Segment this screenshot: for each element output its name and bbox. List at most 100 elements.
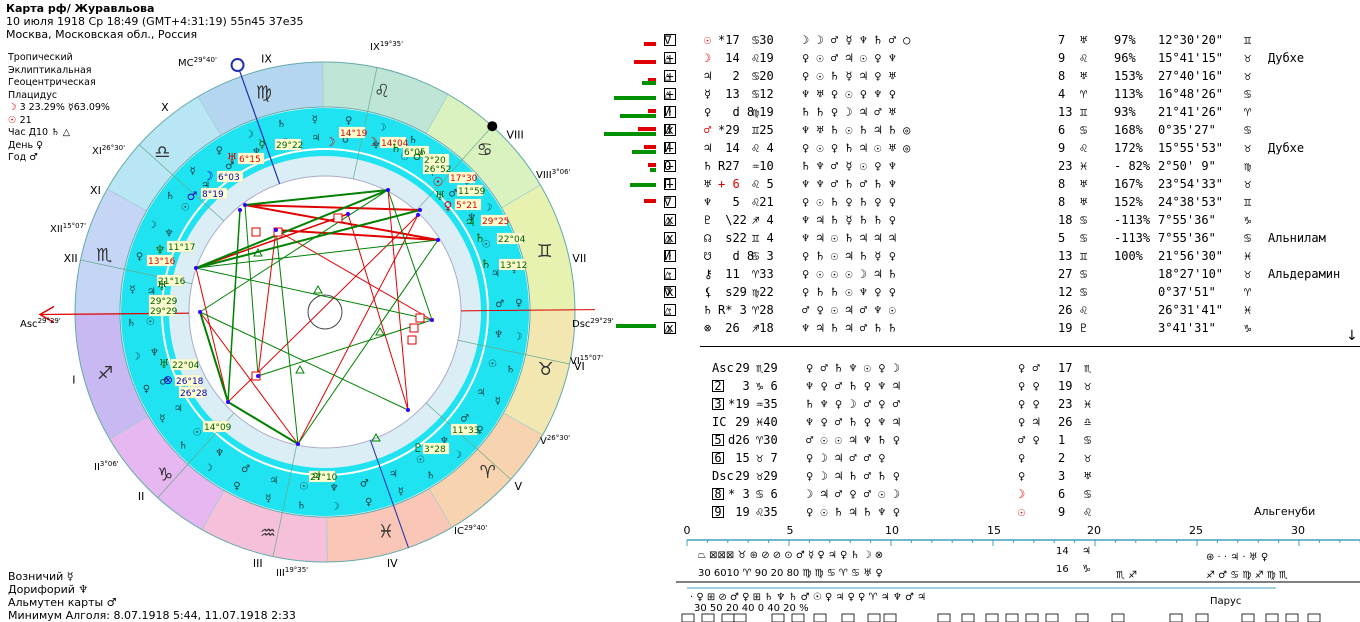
planet-degree-box bbox=[454, 198, 482, 211]
table-row[interactable]: 5 d26 ♈30 ♂ ☉ ☉ ♃ ♆ ♄ ♀ ♂ ♀ 1 ♋ bbox=[712, 432, 1360, 450]
table-row[interactable]: x△ ♇ \22 ♐ 4 ♆ ♃ ♄ ☿ ♄ ♄ ♀ 18 ♋ -113% 7°… bbox=[664, 213, 1252, 227]
scale-tick-label: 30 bbox=[1291, 524, 1305, 537]
chart-title: Карта рф/ Журавльова bbox=[6, 2, 155, 15]
strength-bar bbox=[648, 109, 656, 113]
house-glyph: ♓ bbox=[1084, 397, 1092, 411]
house-label: 2 bbox=[712, 380, 724, 392]
table-row[interactable]: 9 19 ♌35 ♀ ☉ ♄ ♃ ♄ ♆ ♀ ☉ 9 ♌ Альгенуби bbox=[712, 504, 1360, 522]
ruler-glyph-icon: ♆ bbox=[330, 483, 339, 494]
planet-icon: ☽ bbox=[203, 169, 214, 183]
planet-pct: 167% bbox=[1114, 177, 1143, 191]
strength-bar bbox=[648, 78, 656, 82]
planet-degree-label: 27°10 bbox=[310, 473, 338, 483]
house-label: 9 bbox=[712, 506, 724, 518]
ruler-glyph-icon: ♃ bbox=[389, 469, 398, 480]
house-label: VII bbox=[572, 252, 586, 265]
scroll-down-arrow-icon[interactable]: ↓ bbox=[1346, 328, 1358, 344]
planet-pct: 172% bbox=[1114, 141, 1143, 155]
table-row[interactable]: +П ♅ + 6 ♌ 5 ♆ ♆ ♂ ♄ ♂ ♄ ♆ 8 ♅ 167% 23°5… bbox=[664, 177, 1252, 191]
table-row[interactable]: ·И ♀ d 8 ♍19 ♄ ♄ ♀ ☽ ♃ ♂ ♅ 13 ♊ 93% 21°4… bbox=[664, 105, 1252, 119]
ruler-glyph-icon: ♂ bbox=[159, 376, 168, 387]
ruler-glyph-icon: ☽ bbox=[377, 122, 386, 133]
table-row[interactable]: x∇ ⚸ s29 ♍22 ♀ ♄ ♄ ☉ ♆ ♀ ♀ 12 ♋ 0°37'51"… bbox=[664, 285, 1252, 299]
table-row[interactable]: +О ♄ R27 ♒10 ♄ ♆ ♂ ☿ ☉ ♀ ♆ 23 ♓ - 82% 2°… bbox=[664, 159, 1252, 173]
table-row[interactable]: ·△ ⚷ 11 ♈33 ♀ ☉ ☉ ☉ ☽ ♃ ♄ 27 ♋ 18°27'10"… bbox=[664, 267, 1341, 281]
planet-sign: ♋ 3 bbox=[752, 249, 774, 263]
planet-degree-box bbox=[338, 126, 366, 139]
cusp-label: V26°30' bbox=[540, 434, 570, 447]
house-label: V bbox=[514, 480, 522, 493]
planet-degree-label: 17°30 bbox=[450, 174, 478, 184]
ruler-glyph-icon: ♆ bbox=[165, 229, 174, 240]
table-row[interactable]: ·И ☋ d 8 ♋ 3 ♀ ♄ ☉ ♃ ♄ ☿ ♀ 13 ♊ 100% 21°… bbox=[664, 249, 1252, 263]
table-row[interactable]: +△ ♃ 2 ♋20 ♀ ☉ ♄ ☿ ♃ ♀ ♅ 8 ♅ 153% 27°40'… bbox=[664, 69, 1252, 83]
table-row[interactable]: x△ ☊ s22 ♊ 4 ♆ ♃ ☉ ♄ ♃ ♃ ♃ 5 ♋ -113% 7°5… bbox=[664, 231, 1326, 245]
house-sign: ♋ 6 bbox=[756, 487, 778, 501]
planet-pos: 7°55'36" bbox=[1158, 231, 1216, 245]
planet-deg: s22 bbox=[718, 231, 747, 245]
table-row[interactable]: +И ♃ 14 ♌ 4 ♀ ☉ ♀ ♄ ♃ ☉ ♅ ◎ 9 ♌ 172% 15°… bbox=[664, 141, 1305, 155]
house-cusp-line bbox=[415, 125, 493, 212]
table-row[interactable]: 8 * 3 ♋ 6 ☽ ♃ ♂ ♀ ♂ ☉ ☽ ☽ 6 ♋ bbox=[712, 486, 1360, 504]
planet-glyph: ♋ bbox=[1080, 285, 1088, 299]
table-row[interactable]: 2 3 ♑ 6 ♆ ♀ ♂ ♄ ♀ ♆ ♃ ♀ ♀ 19 ♉ bbox=[712, 378, 1360, 396]
timeline-scale[interactable]: 0 5 10 15 20 25 30 ⏢ ⊠⊠⊠ ♉ ⊛ ⊘ ⊘ ⊙ ♂ ☿ ♀… bbox=[676, 520, 1360, 622]
planet-house: 8 bbox=[1058, 69, 1066, 83]
planet-point bbox=[256, 374, 260, 378]
planet-degree-label: 13°16 bbox=[148, 257, 176, 267]
planet-point bbox=[243, 203, 247, 207]
house-label: IX bbox=[261, 53, 272, 66]
planet-glyph: ♇ bbox=[1080, 321, 1088, 335]
mc-axis-line bbox=[236, 64, 281, 185]
table-row[interactable]: ∇ ☉ *17 ♋30 ☽ ☽ ♂ ☿ ♆ ♄ ♂ ○ 7 ♅ 97% 12°3… bbox=[664, 33, 1252, 47]
aspect-line bbox=[244, 204, 259, 377]
ruler-glyph-icon: ♃ bbox=[147, 287, 156, 298]
sagittarius-sign-icon: ♐ bbox=[97, 363, 113, 384]
year-ruler: Год ♂ bbox=[8, 152, 110, 165]
planet-deg: d 8 bbox=[718, 105, 755, 119]
planet-deg: d 8 bbox=[718, 249, 755, 263]
table-row[interactable]: +△ ☽ 14 ♌19 ♀ ☉ ♂ ♃ ☉ ♀ ♆ 9 ♌ 96% 15°41'… bbox=[664, 51, 1305, 65]
cusp-label: II3°06' bbox=[94, 460, 119, 473]
planet-degree-label: 11°59 bbox=[458, 187, 486, 197]
table-row[interactable]: +△ ☿ 13 ♋12 ♆ ♅ ♀ ☉ ♀ ♆ ♀ 4 ♈ 113% 16°48… bbox=[664, 87, 1252, 101]
house-glyph: ♉ bbox=[1084, 451, 1092, 465]
ruler-glyph-icon: ♀ bbox=[515, 298, 522, 309]
house-deg: 29 bbox=[728, 469, 750, 483]
planet-sign2: ♉ bbox=[1244, 69, 1252, 83]
table-row[interactable]: 6 15 ♉ 7 ♀ ☽ ♃ ♂ ♂ ♀ ♀ 2 ♉ bbox=[712, 450, 1360, 468]
planet-point bbox=[386, 188, 390, 192]
table-row[interactable]: Dsc 29 ♉29 ♀ ☽ ♃ ♄ ♂ ♄ ♀ ♀ 3 ♅ bbox=[712, 468, 1360, 486]
planet-rulers: ♆ ♅ ♀ ☉ ♀ ♆ ♀ bbox=[802, 87, 896, 101]
planet-house: 9 bbox=[1058, 141, 1066, 155]
planet-degree-label: 3°28 bbox=[424, 445, 446, 455]
house-box-icon bbox=[883, 613, 897, 622]
natal-chart-wheel[interactable]: ♐♑♒♓♈♉♊♋♌♍♎♏♀♂☿♃♄☉☽♆♀♂☿♃♄☉☽♆♀♂☿♃♄☉☽♆♀♂☿♃… bbox=[0, 0, 640, 622]
ruler-glyph-icon: ☽ bbox=[131, 352, 140, 363]
table-row[interactable]: ·△ ♄ R* 3 ♈28 ♂ ♀ ☉ ♃ ♂ ♆ ☉ 26 ♌ 26°31'4… bbox=[664, 303, 1252, 317]
table-row[interactable]: x△ ⊗ 26 ♐18 ♆ ♃ ♄ ♃ ♂ ♄ ♄ 19 ♇ 3°41'31" … bbox=[664, 321, 1252, 335]
ruler-glyph-icon: ♂ bbox=[495, 299, 504, 310]
house-box-icon bbox=[721, 613, 735, 622]
table-divider bbox=[700, 346, 1360, 347]
table-row[interactable]: Asc 29 ♏29 ♀ ♂ ♄ ♆ ☉ ♀ ☽ ♀ ♂ 17 ♏ bbox=[712, 360, 1360, 378]
planet-deg: s29 bbox=[718, 285, 747, 299]
house-deg: 29 bbox=[728, 361, 750, 375]
planet-icon: ♄ bbox=[391, 141, 402, 155]
scale-symbols: ⏢ ⊠⊠⊠ ♉ ⊛ ⊘ ⊘ ⊙ ♂ ☿ ♀ ♃ ♀ ♄ ☽ ⊗ bbox=[698, 550, 883, 561]
ruler-glyph-icon: ♄ bbox=[277, 119, 286, 130]
table-row[interactable]: IC 29 ♓40 ♆ ♀ ♂ ♄ ♀ ♆ ♃ ♀ ♃ 26 ♎ bbox=[712, 414, 1360, 432]
ruler-glyph-icon: ♃ bbox=[491, 269, 500, 280]
planet-glyph: ♌ bbox=[1080, 51, 1088, 65]
strength-bar bbox=[642, 81, 656, 85]
house-label: II bbox=[138, 490, 145, 503]
table-row[interactable]: ∇ ♆ 5 ♌21 ♀ ☉ ♄ ♀ ♄ ♀ ♀ 8 ♅ 152% 24°38'5… bbox=[664, 195, 1252, 209]
box-icon bbox=[664, 196, 676, 208]
venus-icon: ♀ bbox=[36, 139, 44, 151]
trine-icon: △ bbox=[62, 127, 70, 138]
house-box-icon bbox=[791, 613, 805, 622]
house-label: XII bbox=[64, 252, 78, 265]
planet-point bbox=[346, 212, 350, 216]
table-row[interactable]: 3 *19 ♒35 ♄ ♆ ♀ ☽ ♂ ♀ ♂ ♀ ♀ 23 ♓ bbox=[712, 396, 1360, 414]
